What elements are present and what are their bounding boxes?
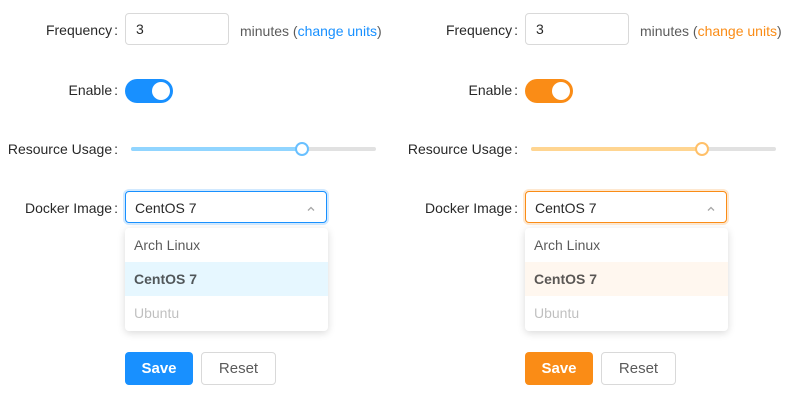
- frequency-label: Frequency:: [45, 22, 118, 38]
- docker-image-label: Docker Image:: [424, 200, 518, 216]
- enable-label: Enable:: [68, 82, 118, 98]
- select-value: CentOS 7: [135, 200, 197, 216]
- chevron-up-icon: [305, 202, 317, 214]
- option-centos-7[interactable]: CentOS 7: [125, 262, 328, 296]
- enable-label: Enable:: [468, 82, 518, 98]
- resource-usage-label: Resource Usage:: [407, 141, 518, 157]
- docker-image-select[interactable]: CentOS 7: [125, 191, 327, 223]
- resource-usage-slider[interactable]: [531, 138, 776, 158]
- frequency-label: Frequency:: [445, 22, 518, 38]
- docker-image-dropdown: Arch Linux CentOS 7 Ubuntu: [525, 228, 728, 331]
- option-ubuntu: Ubuntu: [134, 305, 180, 321]
- switch-knob: [552, 82, 570, 100]
- resource-usage-slider[interactable]: [131, 138, 376, 158]
- slider-track: [531, 147, 702, 151]
- option-arch-linux[interactable]: Arch Linux: [134, 237, 201, 253]
- enable-switch[interactable]: [125, 79, 173, 103]
- slider-handle[interactable]: [295, 142, 309, 156]
- reset-button[interactable]: Reset: [601, 352, 676, 385]
- resource-usage-label: Resource Usage:: [7, 141, 118, 157]
- reset-button[interactable]: Reset: [201, 352, 276, 385]
- slider-track: [131, 147, 302, 151]
- save-button[interactable]: Save: [125, 352, 193, 385]
- docker-image-dropdown: Arch Linux CentOS 7 Ubuntu: [125, 228, 328, 331]
- enable-switch[interactable]: [525, 79, 573, 103]
- frequency-units: minutes (change units): [240, 23, 382, 39]
- option-arch-linux[interactable]: Arch Linux: [534, 237, 601, 253]
- change-units-link[interactable]: change units: [297, 23, 377, 39]
- docker-image-select[interactable]: CentOS 7: [525, 191, 727, 223]
- select-value: CentOS 7: [535, 200, 597, 216]
- save-button[interactable]: Save: [525, 352, 593, 385]
- option-centos-7[interactable]: CentOS 7: [525, 262, 728, 296]
- frequency-input[interactable]: [525, 13, 629, 45]
- change-units-link[interactable]: change units: [697, 23, 777, 39]
- option-ubuntu: Ubuntu: [534, 305, 580, 321]
- frequency-units: minutes (change units): [640, 23, 782, 39]
- slider-handle[interactable]: [695, 142, 709, 156]
- frequency-input[interactable]: [125, 13, 229, 45]
- switch-knob: [152, 82, 170, 100]
- chevron-up-icon: [705, 202, 717, 214]
- settings-form-orange: Frequency: minutes (change units) Enable…: [400, 0, 800, 408]
- docker-image-label: Docker Image:: [24, 200, 118, 216]
- settings-form-blue: Frequency: minutes (change units) Enable…: [7, 13, 382, 385]
